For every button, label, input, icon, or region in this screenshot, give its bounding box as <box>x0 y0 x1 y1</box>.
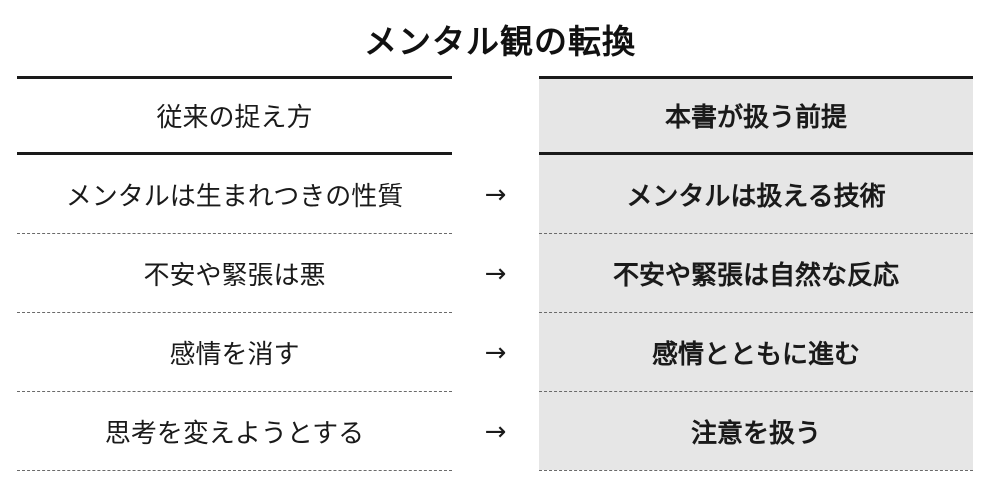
right-row-4: 注意を扱う <box>539 392 973 471</box>
right-column: 本書が扱う前提 メンタルは扱える技術 不安や緊張は自然な反応 感情とともに進む … <box>539 76 973 471</box>
left-row-3: 感情を消す <box>17 313 452 392</box>
right-row-1: メンタルは扱える技術 <box>539 155 973 234</box>
left-column-header: 従来の捉え方 <box>17 76 452 155</box>
left-row-2: 不安や緊張は悪 <box>17 234 452 313</box>
right-arrow-icon: → <box>484 337 507 368</box>
arrow-column: → → → → <box>452 155 539 471</box>
right-row-2: 不安や緊張は自然な反応 <box>539 234 973 313</box>
right-arrow-icon: → <box>484 179 507 210</box>
left-column: 従来の捉え方 メンタルは生まれつきの性質 不安や緊張は悪 感情を消す 思考を変え… <box>17 76 452 471</box>
right-column-header: 本書が扱う前提 <box>539 76 973 155</box>
right-arrow-icon: → <box>484 416 507 447</box>
left-row-4: 思考を変えようとする <box>17 392 452 471</box>
diagram-title: メンタル観の転換 <box>364 22 636 61</box>
left-row-1: メンタルは生まれつきの性質 <box>17 155 452 234</box>
right-row-3: 感情とともに進む <box>539 313 973 392</box>
right-arrow-icon: → <box>484 258 507 289</box>
